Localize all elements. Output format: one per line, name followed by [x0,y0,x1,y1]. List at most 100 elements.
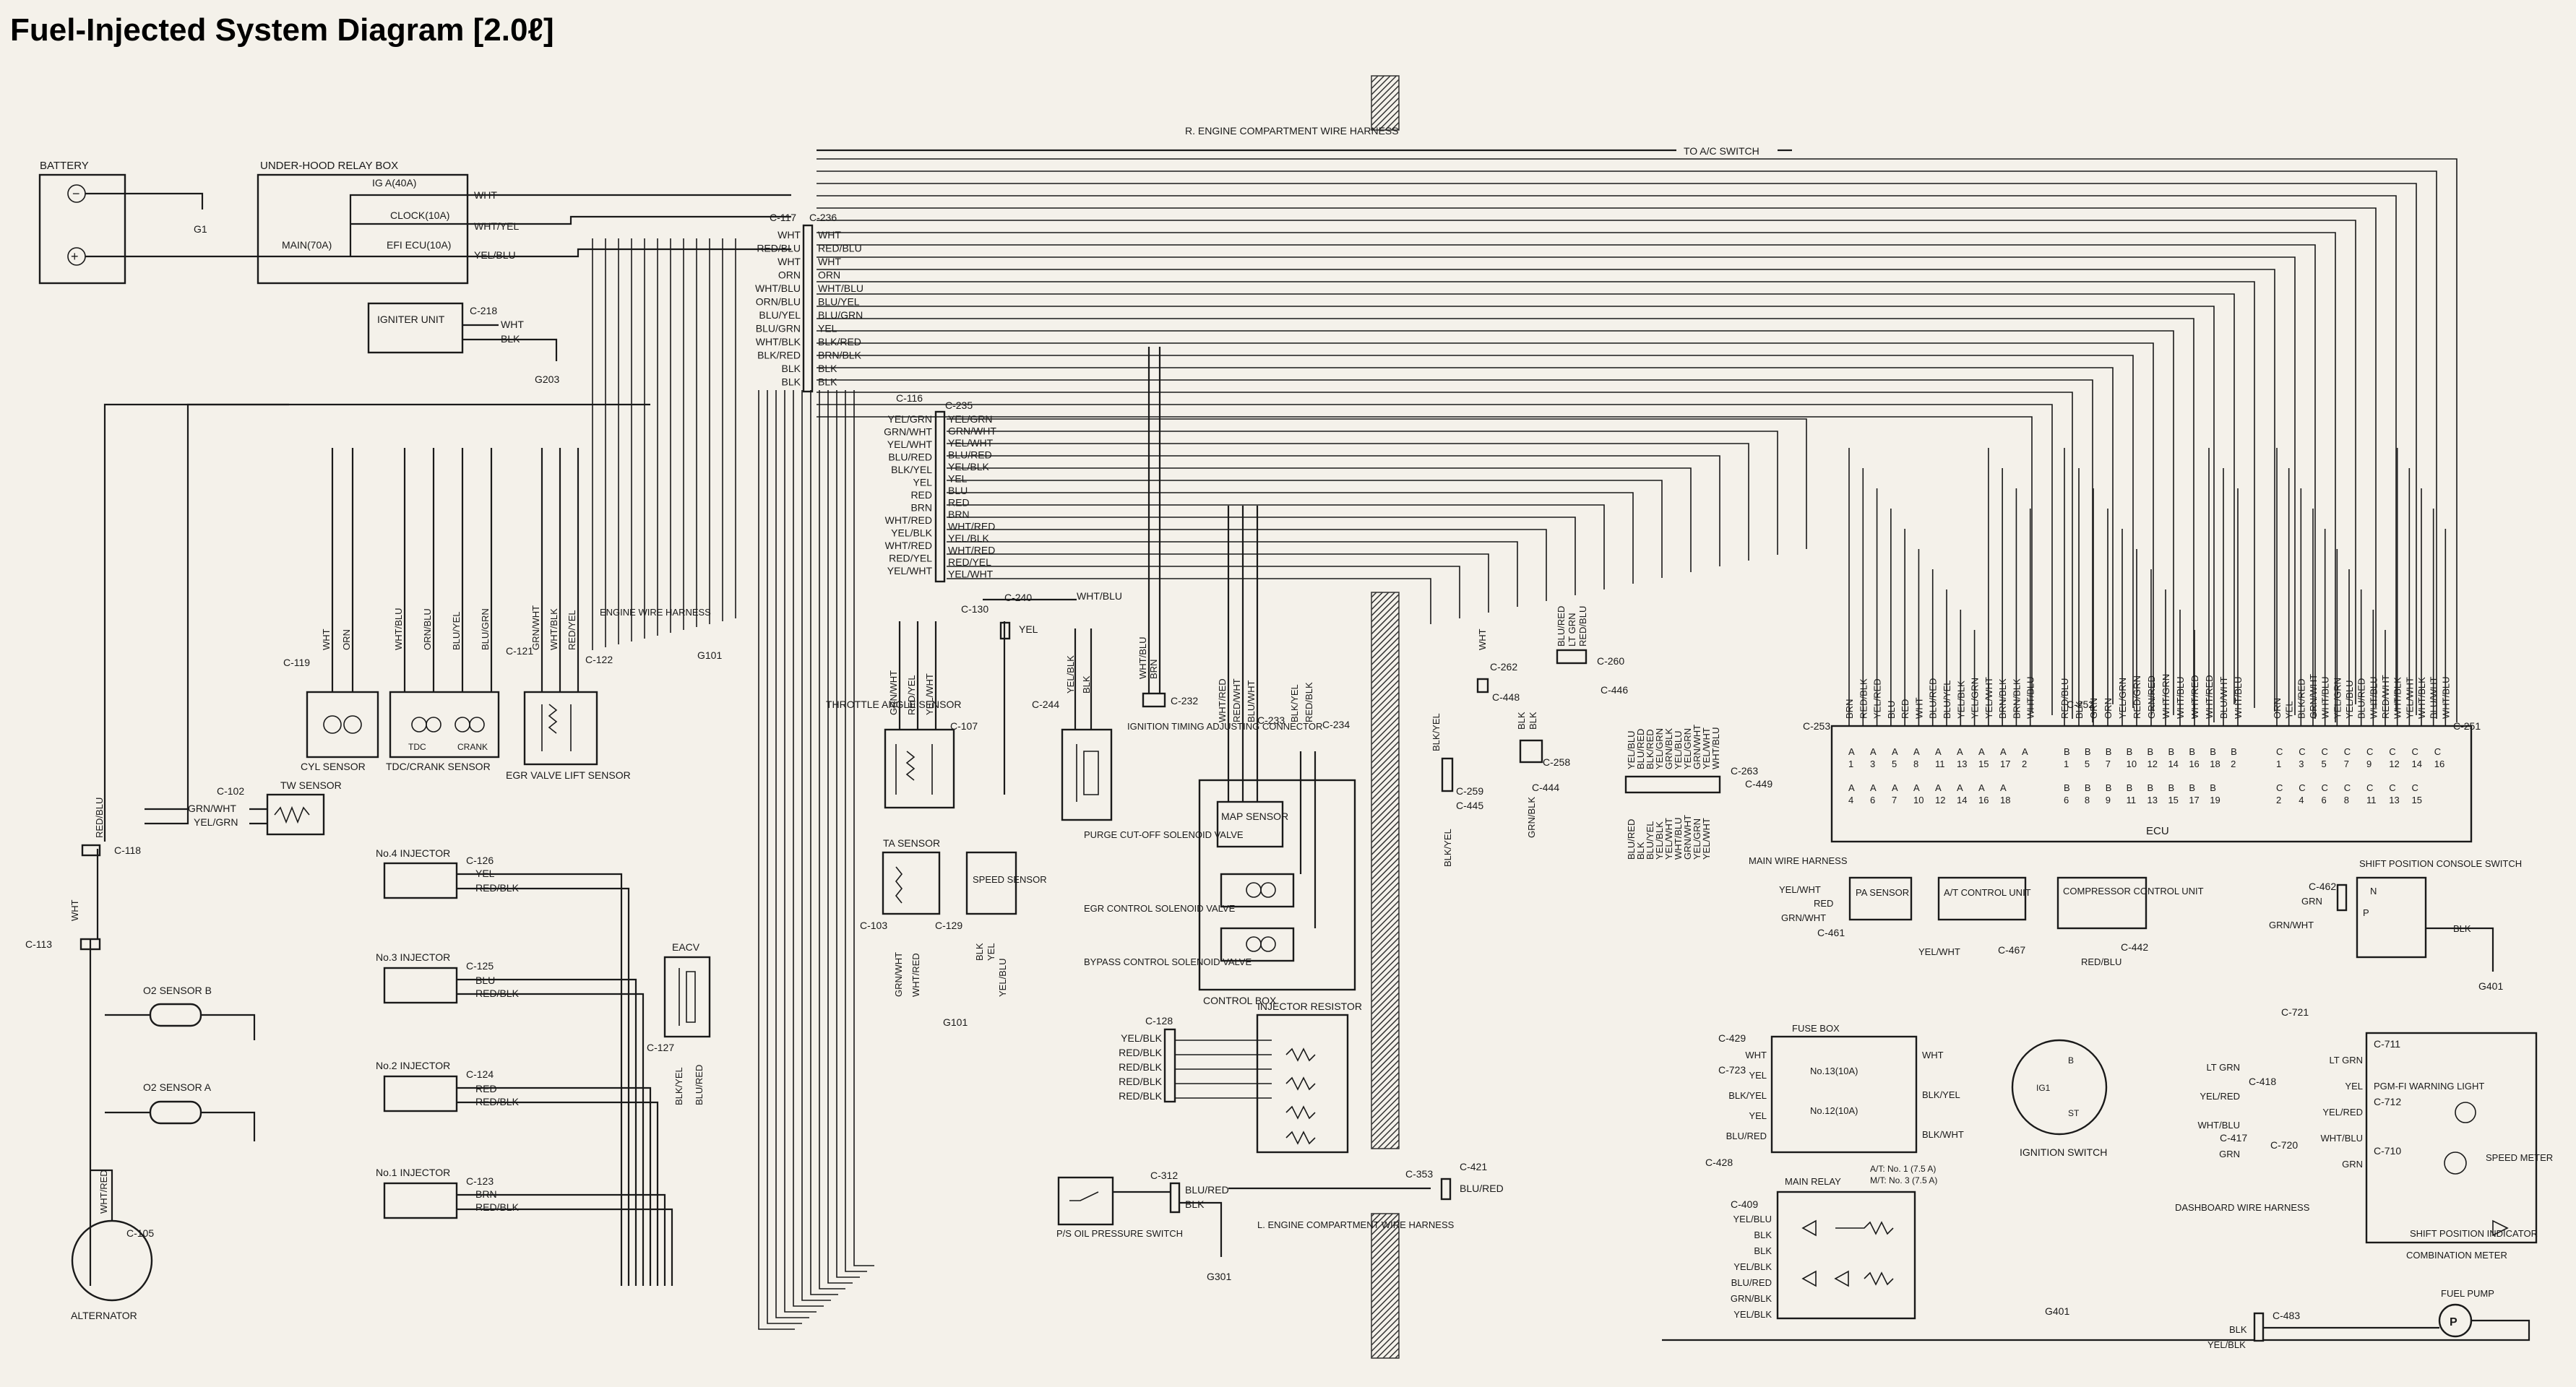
relay-wire-label: YEL/BLU [1733,1214,1772,1224]
c236-wire-label: WHT [818,229,841,241]
ecu-pin-number: 2 [2022,759,2027,769]
ecu-pin-letter: B [2064,782,2070,793]
eacv: EACV C-127 BLK/YEL BLU/RED [647,941,711,1105]
relay-box-label: UNDER-HOOD RELAY BOX [260,160,398,172]
ecu-pin-number: 7 [2344,759,2349,769]
main-harness-label: MAIN WIRE HARNESS [1749,855,1848,866]
ecu-pin-number: 5 [1892,759,1897,769]
c128-wire-label: RED/BLK [1119,1076,1163,1087]
c117-wire-label: WHT/BLU [755,282,801,294]
svg-text:WHT: WHT [1477,628,1488,650]
ecu-pin-letter: B [2085,746,2091,757]
egr-control-label: EGR CONTROL SOLENOID VALVE [1084,903,1236,914]
ecu-pin-number: 11 [1935,759,1945,769]
relay-wire-label: BLK [1754,1230,1772,1240]
svg-text:BLU/YEL: BLU/YEL [451,612,462,650]
svg-text:C-483: C-483 [2273,1310,2300,1321]
svg-text:ORN: ORN [341,629,352,650]
ecu-pin-letter: A [1978,746,1985,757]
speed-sensor-label: SPEED SENSOR [973,874,1047,885]
injector-4: No.4 INJECTOR C-126 YEL RED/BLK [376,847,520,899]
ecu-pin-number: 13 [1957,759,1967,769]
svg-text:C-244: C-244 [1032,699,1059,710]
svg-text:BLK: BLK [1516,712,1527,730]
ecu-pin-number: 6 [2064,795,2069,805]
ps-oil-pressure-switch: P/S OIL PRESSURE SWITCH C-312 BLU/RED BL… [1056,1161,1504,1282]
svg-text:RED/BLK: RED/BLK [475,1201,520,1213]
svg-text:C-253: C-253 [1803,720,1830,732]
ta-sensor-label: TA SENSOR [883,837,940,849]
ecu-pin-number: 8 [2085,795,2090,805]
ecu-pin-number: 2 [2231,759,2236,769]
svg-text:G401: G401 [2045,1305,2069,1317]
svg-text:C-723: C-723 [1718,1064,1746,1076]
svg-text:C-122: C-122 [585,654,613,665]
ecu-pin-letter: A [1892,746,1898,757]
under-hood-relay-box: UNDER-HOOD RELAY BOX IG A(40A) CLOCK(10A… [257,160,519,285]
ecu-pin-letter: B [2148,782,2154,793]
ecu-pin-number: 17 [2189,795,2199,805]
svg-text:C-232: C-232 [1171,695,1198,707]
svg-text:C-233: C-233 [1257,714,1285,726]
svg-text:C-126: C-126 [466,855,494,866]
shift-position-console-switch: SHIFT POSITION CONSOLE SWITCH N P C-462 … [2269,858,2522,992]
svg-text:C-263: C-263 [1731,765,1758,777]
ecu-pin-letter: B [2085,782,2091,793]
eacv-label: EACV [672,941,700,953]
ecu-pin-letter: B [2168,746,2174,757]
ecu-pin-number: 1 [1848,759,1853,769]
ecu-pin-number: 7 [1892,795,1897,805]
harness-divider-bottom [1371,1213,1400,1359]
svg-text:YEL/BLK: YEL/BLK [2207,1339,2246,1350]
speed-meter-label: SPEED METER [2486,1152,2553,1163]
c117-wire-label: ORN/BLU [756,296,801,308]
c446-wire-label: BLU/RED [1635,729,1646,769]
ecu-pin-number: 14 [2412,759,2422,769]
svg-text:C-124: C-124 [466,1068,494,1080]
svg-text:N: N [2370,886,2377,896]
c117-wire-label: BLK/RED [757,350,801,361]
svg-text:C-251: C-251 [2453,720,2481,732]
c116-wire-label: YEL/GRN [888,413,932,425]
fuse13-label: No.13(10A) [1810,1066,1858,1076]
fuel-pump: FUEL PUMP P C-483 BLK YEL/BLK [1662,1288,2530,1350]
c116-wire-label: BLU/RED [888,451,932,463]
c117-wire-label: BLK [782,376,801,388]
page-title: Fuel-Injected System Diagram [2.0ℓ] [10,12,554,48]
svg-text:BLU/WHT: BLU/WHT [1246,680,1257,722]
injector-resistor: C-128 YEL/BLKRED/BLKRED/BLKRED/BLKRED/BL… [1119,1001,1362,1154]
svg-text:WHT/RED: WHT/RED [1217,678,1228,722]
svg-text:C-252: C-252 [2067,699,2094,710]
svg-text:P: P [2450,1316,2457,1328]
c263-wire-label: YEL/BLK [1654,821,1665,860]
c236-wire-label: WHT [818,256,841,267]
relay-wire-label: GRN/BLK [1731,1293,1772,1304]
meter-left-wire: GRN [2219,1149,2240,1159]
ecu-pin-number: 6 [2322,795,2327,805]
ecu-pin-letter: B [2106,746,2112,757]
ecu-pin-letter: A [2000,782,2007,793]
ecu-pin-number: 16 [2434,759,2444,769]
bypass-control-label: BYPASS CONTROL SOLENOID VALVE [1084,956,1252,967]
svg-text:C-353: C-353 [1405,1168,1433,1180]
svg-text:C-105: C-105 [126,1227,154,1239]
ecu-pin-letter: A [1957,782,1963,793]
meter-right-wire: YEL [2345,1081,2363,1092]
c263-wire-label: YEL/WHT [1701,818,1712,860]
svg-text:WHT/BLU: WHT/BLU [1137,637,1148,680]
c235-wire-label: YEL [948,473,968,485]
svg-text:C-260: C-260 [1597,655,1624,667]
svg-text:GRN/WHT: GRN/WHT [530,605,541,650]
tdc-crank-label: TDC/CRANK SENSOR [386,761,491,772]
ecu-pin-letter: C [2276,746,2283,757]
svg-text:BLK: BLK [1081,675,1092,694]
connector-c117-c236: C-117 C-236 WHTRED/BLUWHTORNWHT/BLUORN/B… [755,212,863,393]
svg-text:C-462: C-462 [2309,881,2336,892]
compressor-control-unit: COMPRESSOR CONTROL UNIT RED/BLU C-442 [2056,876,2204,967]
svg-text:GRN/BLK: GRN/BLK [1526,797,1537,838]
svg-text:BLK/YEL: BLK/YEL [1442,829,1453,867]
ign-timing-label: IGNITION TIMING ADJUSTING CONNECTOR [1127,721,1322,732]
to-ac-switch-label: TO A/C SWITCH [1684,145,1759,157]
tw-sensor: TW SENSOR C-102 GRN/WHT YEL/GRN [145,403,650,836]
fuse-clock-label: CLOCK(10A) [390,209,449,221]
